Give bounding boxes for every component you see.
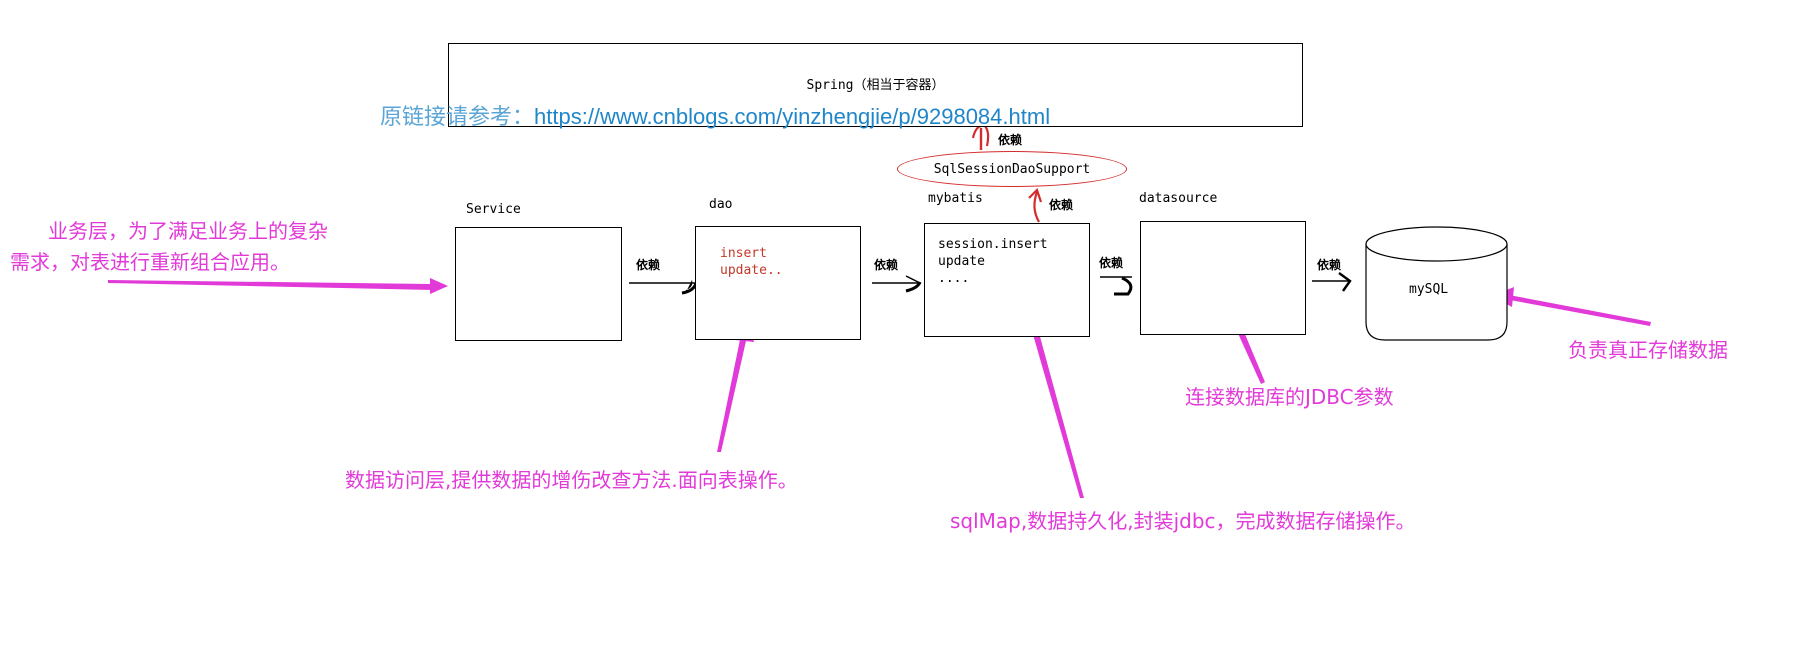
mybatis-code-insert: session.insert <box>938 237 1048 252</box>
datasource-annotation: 连接数据库的JDBC参数 <box>1185 385 1394 409</box>
pointer-mybatis <box>1022 311 1084 498</box>
sqlsession-dao-support-node: SqlSessionDaoSupport <box>897 151 1127 187</box>
dao-annotation: 数据访问层,提供数据的增伤改查方法.面向表操作。 <box>345 468 798 492</box>
source-url[interactable]: https://www.cnblogs.com/yinzhengjie/p/92… <box>534 104 1051 129</box>
dependency-label-mybatis: 依赖 <box>1099 256 1124 270</box>
dependency-label-dao: 依赖 <box>874 258 899 272</box>
service-layer-title: Service <box>466 202 521 217</box>
mybatis-annotation: sqlMap,数据持久化,封装jdbc，完成数据存储操作。 <box>950 509 1416 533</box>
dao-box: insert update.. <box>695 226 861 340</box>
dependency-label-service: 依赖 <box>636 258 661 272</box>
database-cylinder-icon <box>1365 226 1508 341</box>
spring-container-title: Spring（相当于容器） <box>806 78 945 93</box>
mysql-database-node: mySQL <box>1365 226 1508 341</box>
arrow-mybatis-support <box>1028 187 1043 223</box>
arrow-datasource-mysql <box>1312 272 1352 292</box>
dependency-label-datasource: 依赖 <box>1317 258 1342 272</box>
spring-container-box: Spring（相当于容器） <box>448 43 1303 127</box>
dao-code-insert: insert <box>720 246 767 261</box>
dependency-label-spring: 依赖 <box>998 133 1023 147</box>
service-annotation-line2: 需求，对表进行重新组合应用。 <box>10 250 290 274</box>
dependency-label-support: 依赖 <box>1049 198 1074 212</box>
arrow-dao-mybatis <box>872 275 922 293</box>
mybatis-layer-title: mybatis <box>928 191 983 206</box>
sqlsession-dao-support-label: SqlSessionDaoSupport <box>933 161 1091 177</box>
pointer-service <box>108 278 448 294</box>
mybatis-code-more: .... <box>938 271 970 286</box>
source-link[interactable]: 原链接请参考：https://www.cnblogs.com/yinzhengj… <box>380 99 1050 131</box>
service-box <box>455 227 622 341</box>
service-annotation-line1: 业务层，为了满足业务上的复杂 <box>48 219 328 243</box>
mybatis-box: session.insert update .... <box>924 223 1090 337</box>
mysql-annotation: 负责真正存储数据 <box>1568 338 1728 362</box>
mysql-label: mySQL <box>1409 282 1449 297</box>
dao-layer-title: dao <box>709 197 733 212</box>
arrow-mybatis-datasource <box>1100 276 1133 296</box>
datasource-layer-title: datasource <box>1139 191 1218 206</box>
arrow-service-dao <box>629 280 698 295</box>
mybatis-code-update: update <box>938 254 985 269</box>
datasource-box <box>1140 221 1306 335</box>
pointer-mysql <box>1492 287 1651 326</box>
dao-code-update: update.. <box>720 263 783 278</box>
source-prefix: 原链接请参考： <box>380 104 535 129</box>
